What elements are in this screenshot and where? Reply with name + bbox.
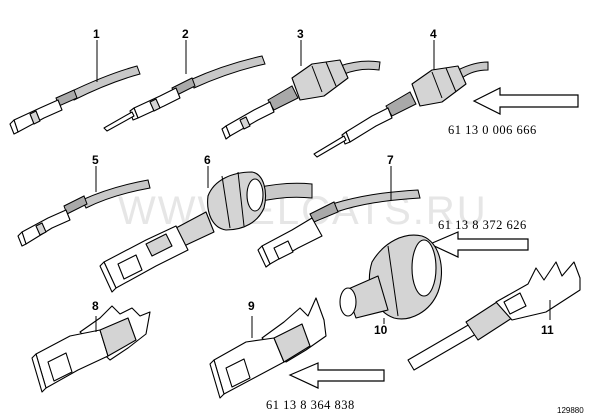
connector-housing-9 (209, 297, 327, 399)
callout-6: 6 (204, 153, 211, 167)
callout-9: 9 (248, 299, 255, 313)
arrow-to-part-4 (472, 87, 579, 115)
callout-4: 4 (430, 27, 437, 41)
part-number-9: 61 13 8 364 838 (266, 398, 355, 412)
part-number-7: 61 13 8 372 626 (438, 218, 527, 232)
callout-2: 2 (182, 27, 189, 41)
reference-number: 129880 (557, 406, 584, 415)
part-number-4: 61 13 0 006 666 (448, 123, 537, 137)
connector-housing-8 (31, 305, 151, 393)
sealed-pin-terminal-4 (313, 61, 489, 158)
callout-11: 11 (541, 323, 554, 337)
callout-8: 8 (92, 299, 99, 313)
pin-terminal-2 (103, 55, 266, 132)
callout-5: 5 (92, 153, 99, 167)
flat-terminal-11 (407, 261, 581, 371)
sealed-connector-6 (99, 171, 313, 293)
sealed-terminal-3 (221, 59, 381, 140)
rubber-seal-10 (339, 234, 442, 320)
connector-7 (257, 189, 421, 268)
callout-3: 3 (297, 27, 304, 41)
arrow-to-part-7 (428, 231, 529, 258)
callout-1: 1 (93, 27, 100, 41)
callout-10: 10 (374, 323, 388, 337)
terminal-5 (17, 179, 151, 247)
arrow-to-part-9 (288, 362, 385, 389)
terminal-1 (9, 65, 141, 135)
callout-7: 7 (387, 153, 394, 167)
